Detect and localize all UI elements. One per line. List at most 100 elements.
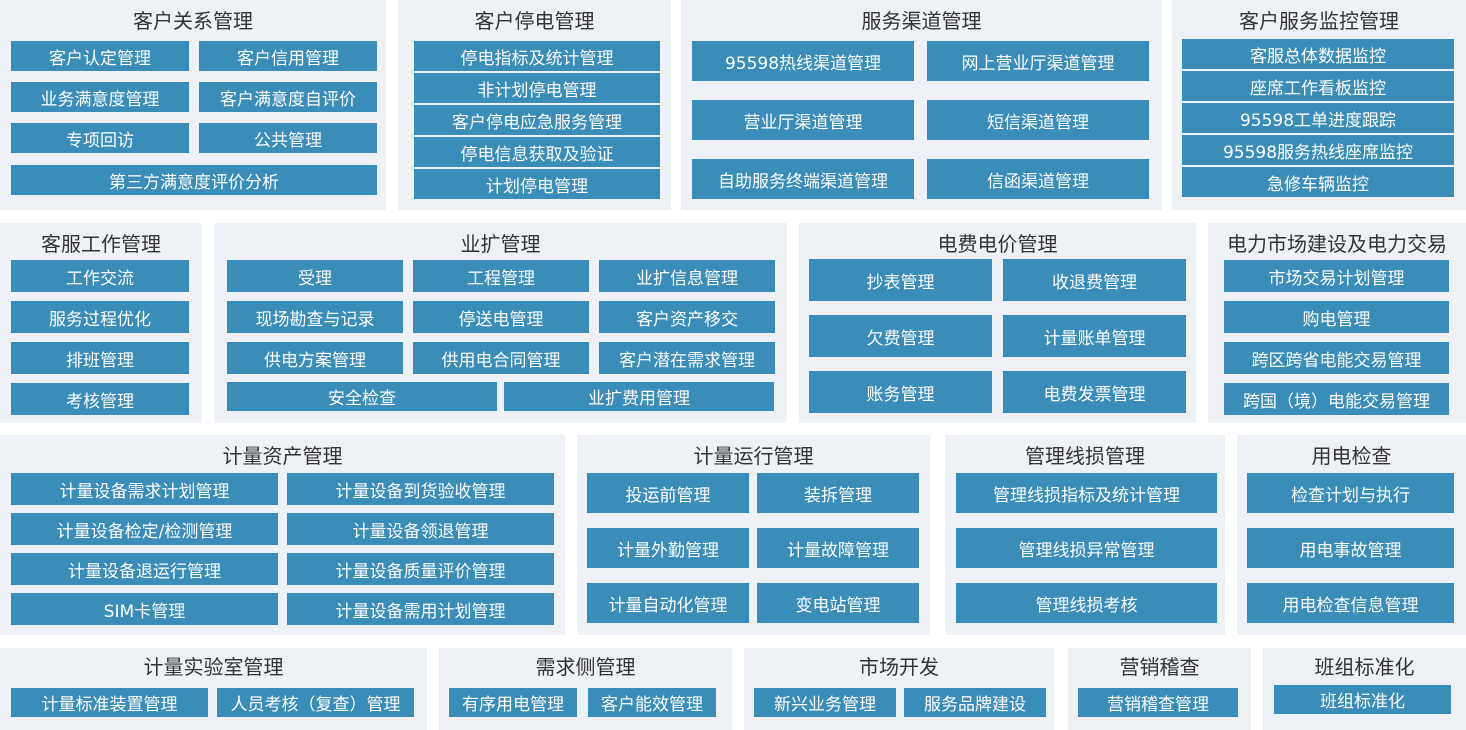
function-button[interactable]: 客服总体数据监控 [1182, 39, 1454, 69]
function-button[interactable]: 计量账单管理 [1003, 315, 1186, 357]
function-button[interactable]: 电费发票管理 [1003, 371, 1186, 413]
function-button[interactable]: 停送电管理 [413, 301, 589, 333]
function-button[interactable]: 计量设备到货验收管理 [287, 473, 554, 505]
function-button[interactable]: 计量自动化管理 [587, 583, 749, 623]
function-button[interactable]: 跨区跨省电能交易管理 [1224, 342, 1449, 374]
function-button[interactable]: 管理线损考核 [956, 583, 1217, 623]
module-title: 电力市场建设及电力交易 [1227, 232, 1447, 256]
function-button[interactable]: 客户停电应急服务管理 [414, 105, 660, 135]
function-button[interactable]: 检查计划与执行 [1247, 473, 1454, 513]
module-title: 班组标准化 [1314, 655, 1415, 679]
function-button[interactable]: 计量设备退运行管理 [11, 553, 278, 585]
function-button[interactable]: 专项回访 [11, 123, 189, 153]
function-button[interactable]: 客户潜在需求管理 [599, 342, 775, 374]
module-panel: 市场开发新兴业务管理服务品牌建设 [744, 648, 1054, 730]
function-button[interactable]: 急修车辆监控 [1182, 167, 1454, 197]
function-button[interactable]: 停电指标及统计管理 [414, 41, 660, 71]
function-button[interactable]: 供电方案管理 [227, 342, 403, 374]
function-button[interactable]: 管理线损指标及统计管理 [956, 473, 1217, 513]
function-button[interactable]: 安全检查 [227, 382, 497, 411]
function-button[interactable]: 计划停电管理 [414, 169, 660, 199]
function-button[interactable]: 欠费管理 [809, 315, 992, 357]
function-button[interactable]: 95598工单进度跟踪 [1182, 103, 1454, 133]
function-button[interactable]: 计量设备质量评价管理 [287, 553, 554, 585]
function-button[interactable]: 短信渠道管理 [927, 100, 1149, 140]
function-button[interactable]: 信函渠道管理 [927, 159, 1149, 199]
function-button[interactable]: 服务品牌建设 [904, 688, 1046, 717]
module-title: 业扩管理 [460, 232, 541, 256]
function-button[interactable]: 新兴业务管理 [754, 688, 896, 717]
function-button[interactable]: 投运前管理 [587, 473, 749, 513]
function-button[interactable]: 第三方满意度评价分析 [11, 165, 377, 195]
function-button[interactable]: 计量故障管理 [757, 528, 919, 568]
function-button[interactable]: 跨国（境）电能交易管理 [1224, 383, 1449, 415]
function-button[interactable]: 购电管理 [1224, 301, 1449, 333]
module-panel: 营销稽查营销稽查管理 [1068, 648, 1251, 730]
function-button[interactable]: 用电检查信息管理 [1247, 583, 1454, 623]
function-button[interactable]: 客户能效管理 [588, 688, 716, 717]
function-button[interactable]: 业务满意度管理 [11, 82, 189, 112]
function-button[interactable]: 营业厅渠道管理 [692, 100, 914, 140]
module-title: 管理线损管理 [1025, 444, 1145, 468]
function-button[interactable]: 管理线损异常管理 [956, 528, 1217, 568]
function-button[interactable]: 用电事故管理 [1247, 528, 1454, 568]
function-button[interactable]: 网上营业厅渠道管理 [927, 41, 1149, 81]
module-title: 电费电价管理 [937, 232, 1058, 256]
module-panel: 计量资产管理计量设备需求计划管理计量设备到货验收管理计量设备检定/检测管理计量设… [0, 435, 565, 635]
module-panel: 服务渠道管理 95598热线渠道管理网上营业厅渠道管理营业厅渠道管理短信渠道管理自… [681, 0, 1162, 210]
function-button[interactable]: 非计划停电管理 [414, 73, 660, 103]
function-button[interactable]: 客户信用管理 [199, 41, 377, 71]
function-button[interactable]: 变电站管理 [757, 583, 919, 623]
module-title: 营销稽查 [1119, 655, 1200, 679]
function-button[interactable]: 计量外勤管理 [587, 528, 749, 568]
function-button[interactable]: 工程管理 [413, 260, 589, 292]
function-button[interactable]: 考核管理 [11, 383, 189, 415]
function-button[interactable]: 排班管理 [11, 342, 189, 374]
module-panel: 电费电价管理抄表管理收退费管理欠费管理计量账单管理账务管理电费发票管理 [799, 223, 1196, 423]
function-button[interactable]: 计量标准装置管理 [11, 688, 208, 717]
module-title: 计量运行管理 [693, 444, 814, 468]
function-button[interactable]: 客户满意度自评价 [199, 82, 377, 112]
function-button[interactable]: 收退费管理 [1003, 259, 1186, 301]
module-title: 计量实验室管理 [143, 655, 284, 679]
function-button[interactable]: 95598热线渠道管理 [692, 41, 914, 81]
module-title: 客户服务监控管理 [1239, 9, 1399, 33]
function-button[interactable]: 供用电合同管理 [413, 342, 589, 374]
function-button[interactable]: 服务过程优化 [11, 301, 189, 333]
function-button[interactable]: 业扩信息管理 [599, 260, 775, 292]
function-button[interactable]: 工作交流 [11, 260, 189, 292]
function-button[interactable]: 营销稽查管理 [1078, 688, 1238, 717]
function-button[interactable]: 计量设备需求计划管理 [11, 473, 278, 505]
function-button[interactable]: 客户认定管理 [11, 41, 189, 71]
function-button[interactable]: 95598服务热线座席监控 [1182, 135, 1454, 165]
function-button[interactable]: 座席工作看板监控 [1182, 71, 1454, 101]
function-button[interactable]: 账务管理 [809, 371, 992, 413]
function-button[interactable]: 计量设备检定/检测管理 [11, 513, 278, 545]
function-button[interactable]: 自助服务终端渠道管理 [692, 159, 914, 199]
function-button[interactable]: 受理 [227, 260, 403, 292]
function-button[interactable]: 公共管理 [199, 123, 377, 153]
module-title: 用电检查 [1311, 444, 1392, 468]
module-title: 服务渠道管理 [861, 9, 982, 33]
function-button[interactable]: 抄表管理 [809, 259, 992, 301]
module-panel: 用电检查检查计划与执行用电事故管理用电检查信息管理 [1237, 435, 1466, 635]
module-panel: 客户关系管理客户认定管理客户信用管理业务满意度管理客户满意度自评价专项回访公共管… [0, 0, 386, 210]
module-panel: 客服工作管理工作交流服务过程优化排班管理考核管理 [0, 223, 202, 423]
function-button[interactable]: 有序用电管理 [449, 688, 577, 717]
function-button[interactable]: 计量设备需用计划管理 [287, 593, 554, 625]
function-button[interactable]: 计量设备领退管理 [287, 513, 554, 545]
function-button[interactable]: 市场交易计划管理 [1224, 260, 1449, 292]
function-button[interactable]: 装拆管理 [757, 473, 919, 513]
function-button[interactable]: 客户资产移交 [599, 301, 775, 333]
module-title: 计量资产管理 [222, 444, 343, 468]
function-button[interactable]: SIM卡管理 [11, 593, 278, 625]
function-button[interactable]: 停电信息获取及验证 [414, 137, 660, 167]
module-title: 市场开发 [859, 655, 939, 679]
function-button[interactable]: 现场勘查与记录 [227, 301, 403, 333]
module-panel: 班组标准化班组标准化 [1263, 648, 1466, 730]
module-panel: 计量运行管理投运前管理装拆管理计量外勤管理计量故障管理计量自动化管理变电站管理 [577, 435, 930, 635]
function-button[interactable]: 业扩费用管理 [504, 382, 774, 411]
function-button[interactable]: 班组标准化 [1274, 685, 1451, 714]
module-title: 需求侧管理 [535, 655, 636, 679]
function-button[interactable]: 人员考核（复查）管理 [217, 688, 414, 717]
